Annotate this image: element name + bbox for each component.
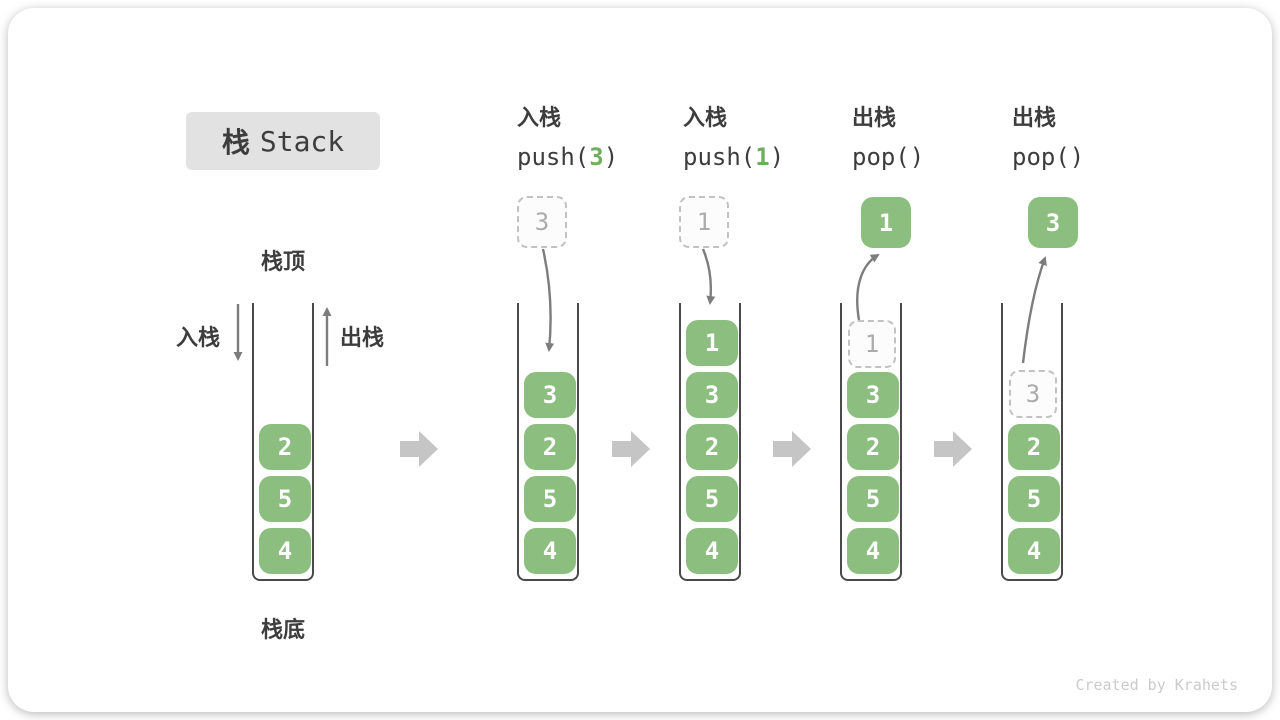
stack-item: 4 [259, 528, 311, 574]
stack-item: 4 [686, 528, 738, 574]
code-text: push( [517, 143, 590, 171]
stack-item: 5 [1008, 476, 1060, 522]
header-op-code: pop() [852, 143, 924, 171]
stack-top-label: 栈顶 [260, 249, 305, 274]
stack-item: 2 [847, 424, 899, 470]
stack-item: 2 [524, 424, 576, 470]
popped-value-box: 3 [1028, 197, 1078, 248]
stack-item: 5 [686, 476, 738, 522]
header-op-zh: 出栈 [1012, 105, 1057, 130]
stack-item: 4 [1008, 528, 1060, 574]
stack-item: 2 [1008, 424, 1060, 470]
stack-item: 5 [259, 476, 311, 522]
header-op-zh: 出栈 [852, 105, 897, 130]
stack-item: 3 [524, 372, 576, 418]
title-badge: 栈 Stack [186, 112, 380, 170]
step-arrow-icon [400, 431, 438, 467]
title-en: Stack [259, 124, 345, 158]
stack-container-pop-2: 3 2 5 4 [1001, 303, 1063, 581]
stack-item: 3 [686, 372, 738, 418]
code-arg: 3 [589, 143, 604, 171]
header-op-code: push(1) [683, 143, 784, 171]
header-pop-2: 出栈 pop() [1012, 104, 1084, 171]
code-text: ) [603, 143, 619, 171]
header-op-code: pop() [1012, 143, 1084, 171]
stack-item: 2 [686, 424, 738, 470]
code-text: ) [769, 143, 785, 171]
stack-item: 1 [686, 320, 738, 366]
code-arg: 1 [755, 143, 770, 171]
stack-container-pop-1: 1 3 2 5 4 [840, 303, 902, 581]
header-push-3: 入栈 push(3) [517, 104, 618, 171]
stack-item: 4 [847, 528, 899, 574]
header-op-zh: 入栈 [517, 105, 562, 130]
pop-label: 出栈 [340, 325, 385, 350]
stack-container-push-3: 3 2 5 4 [517, 303, 579, 581]
floating-ghost-box: 1 [679, 196, 729, 248]
step-arrow-icon [612, 431, 650, 467]
header-pop-1: 出栈 pop() [852, 104, 924, 171]
ghost-slot: 1 [848, 320, 896, 368]
stack-container-push-1: 1 3 2 5 4 [679, 303, 741, 581]
header-op-code: push(3) [517, 143, 618, 171]
stack-item: 2 [259, 424, 311, 470]
stack-item: 5 [847, 476, 899, 522]
stack-bottom-label: 栈底 [260, 617, 305, 642]
floating-ghost-box: 3 [517, 196, 567, 248]
stack-item: 3 [847, 372, 899, 418]
code-text: pop() [852, 143, 925, 171]
popped-value-box: 1 [861, 197, 911, 248]
title-zh: 栈 [221, 126, 250, 159]
step-arrow-icon [934, 431, 972, 467]
step-arrow-icon [773, 431, 811, 467]
push-label: 入栈 [176, 325, 221, 350]
stack-item: 5 [524, 476, 576, 522]
stack-container-initial: 2 5 4 [252, 303, 314, 581]
header-push-1: 入栈 push(1) [683, 104, 784, 171]
code-text: pop() [1012, 143, 1085, 171]
watermark: Created by Krahets [1075, 676, 1238, 694]
header-op-zh: 入栈 [683, 105, 728, 130]
stack-item: 4 [524, 528, 576, 574]
code-text: push( [683, 143, 756, 171]
ghost-slot: 3 [1009, 370, 1057, 418]
